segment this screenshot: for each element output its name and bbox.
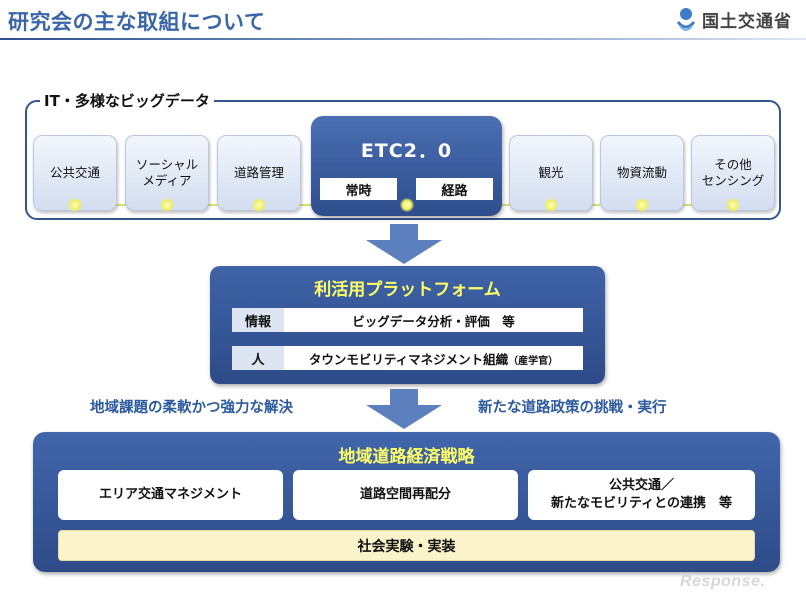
- connector-node: [544, 198, 558, 212]
- title-underline: [0, 38, 806, 40]
- watermark: Response.: [680, 573, 766, 590]
- middle-left-text: 地域課題の柔軟かつ強力な解決: [90, 400, 293, 416]
- source-label: その他: [714, 157, 752, 173]
- platform-title: 利活用プラットフォーム: [314, 280, 501, 300]
- row-body-suffix: （産学官）: [508, 355, 559, 367]
- mlit-emblem-icon: [676, 8, 696, 31]
- strategy-area-traffic: エリア交通マネジメント: [58, 470, 283, 520]
- strategy-label: 道路空間再配分: [359, 487, 451, 503]
- page-title: 研究会の主な取組について: [8, 10, 266, 34]
- strategy-label: 公共交通／: [608, 478, 674, 494]
- source-label: 道路管理: [233, 165, 284, 181]
- etc-route-pill: 経路: [416, 178, 493, 200]
- down-arrow-icon: [366, 224, 442, 264]
- source-label: 物資流動: [616, 165, 667, 181]
- strategy-panel: 地域道路経済戦略 エリア交通マネジメント 道路空間再配分 公共交通／ 新たなモビ…: [33, 432, 780, 572]
- implementation-bar: 社会実験・実装: [58, 530, 755, 561]
- source-label: ソーシャル: [135, 157, 199, 173]
- row-body-text: タウンモビリティマネジメント組織: [308, 351, 509, 367]
- bigdata-label: IT・多様なビッグデータ: [40, 90, 214, 111]
- strategy-label: エリア交通マネジメント: [98, 487, 242, 503]
- connector-node: [635, 198, 649, 212]
- connector-node: [160, 198, 174, 212]
- etc-always-pill: 常時: [320, 178, 397, 200]
- row-head: 人: [232, 346, 284, 370]
- connector-node: [68, 198, 82, 212]
- source-label: メディア: [142, 173, 192, 188]
- source-label: 公共交通: [49, 165, 100, 181]
- strategy-mobility: 公共交通／ 新たなモビリティとの連携 等: [528, 470, 755, 520]
- etc-title: ETC2．0: [360, 140, 453, 162]
- ministry-logo: 国土交通省: [676, 4, 802, 34]
- source-label: 観光: [538, 165, 564, 181]
- strategy-title: 地域道路経済戦略: [338, 447, 475, 467]
- strategy-label: 新たなモビリティとの連携 等: [550, 496, 733, 511]
- row-body-text: ビッグデータ分析・評価 等: [352, 313, 515, 329]
- connector-node: [252, 198, 266, 212]
- row-body: ビッグデータ分析・評価 等: [284, 311, 583, 330]
- source-label: センシング: [701, 173, 765, 188]
- platform-row-people: 人 タウンモビリティマネジメント組織（産学官）: [232, 346, 583, 370]
- connector-node: [400, 198, 414, 212]
- row-head: 情報: [232, 308, 284, 332]
- platform-panel: 利活用プラットフォーム 情報 ビッグデータ分析・評価 等 人 タウンモビリティマ…: [210, 266, 605, 384]
- connector-node: [726, 198, 740, 212]
- down-arrow-icon: [366, 389, 442, 429]
- ministry-name: 国土交通省: [702, 11, 792, 32]
- middle-right-text: 新たな道路政策の挑戦・実行: [478, 400, 667, 416]
- strategy-road-space: 道路空間再配分: [293, 470, 518, 520]
- platform-row-info: 情報 ビッグデータ分析・評価 等: [232, 308, 583, 332]
- row-body: タウンモビリティマネジメント組織（産学官）: [284, 349, 583, 368]
